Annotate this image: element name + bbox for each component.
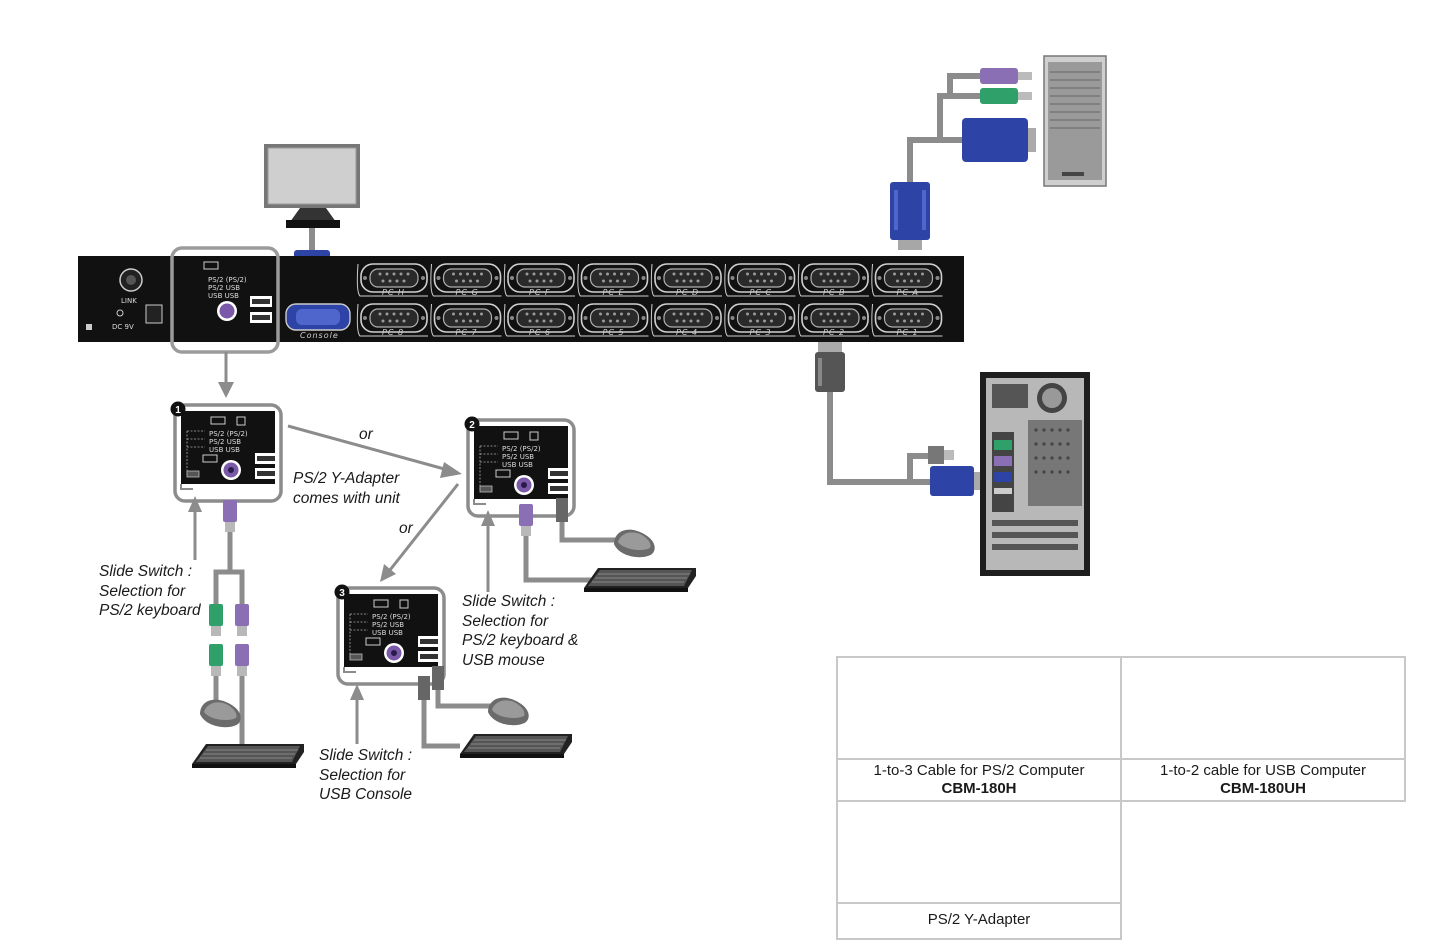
- svg-text:PS/2 (PS/2): PS/2 (PS/2): [208, 276, 247, 284]
- slide-switch-note-3: Slide Switch : Selection for USB Console: [319, 746, 412, 805]
- kvm-rear-panel: LINK DC 9V PS/2 (PS/2) PS/2 USB USB USB …: [78, 246, 964, 354]
- link-label: LINK: [121, 297, 137, 305]
- power-label: DC 9V: [112, 323, 134, 331]
- slide-switch-note-2: Slide Switch : Selection for PS/2 keyboa…: [462, 592, 578, 670]
- bottom-port-bracket: [724, 303, 796, 337]
- top-port-label: PC A: [897, 288, 919, 297]
- option-1-console: [173, 403, 283, 503]
- top-port-label: PC G: [456, 288, 479, 297]
- slide-switch-3-line1: Slide Switch :: [319, 747, 413, 764]
- bottom-port-bracket: [797, 303, 869, 337]
- top-port-bracket: [577, 263, 649, 297]
- bottom-port-label: PC 2: [823, 328, 845, 337]
- bottom-port-bracket: [871, 303, 943, 337]
- ps2-adapter-note-line2: comes with unit: [293, 489, 400, 507]
- top-port-bracket: [356, 263, 428, 297]
- or-label-mid: or: [399, 520, 413, 537]
- bottom-port-bracket: [503, 303, 575, 337]
- slide-switch-2-line2: Selection for: [462, 612, 549, 630]
- top-port-bracket: [430, 263, 502, 297]
- ps2-y-adapter-cable: [213, 530, 245, 746]
- slide-switch-note-1: Slide Switch : Selection for PS/2 keyboa…: [99, 562, 201, 621]
- option-2-number: 2: [469, 420, 475, 431]
- ps2-adapter-note: PS/2 Y-Adapter comes with unit: [293, 469, 400, 508]
- top-port-label: PC H: [382, 288, 405, 297]
- ps2-computer-cable: [907, 73, 980, 186]
- bottom-port-label: PC 6: [529, 328, 551, 337]
- ps2-computer-icon: [1043, 55, 1107, 187]
- slide-switch-1-line3: PS/2 keyboard: [99, 602, 201, 619]
- keyboard-icon: [191, 743, 305, 769]
- accessory-name: 1-to-3 Cable for PS/2 Computer: [873, 762, 1085, 779]
- bottom-port-label: PC 1: [897, 328, 919, 337]
- bottom-port-bracket: [430, 303, 502, 337]
- accessory-divider: [838, 902, 1120, 904]
- top-port-label: PC C: [750, 288, 773, 297]
- option-1-badge: [170, 401, 186, 417]
- accessory-divider: [1122, 758, 1404, 760]
- svg-text:PS/2 USB: PS/2 USB: [208, 284, 240, 292]
- bottom-port-label: PC 7: [456, 328, 478, 337]
- usb-computer-cable: [827, 390, 930, 485]
- top-port-label: PC F: [529, 288, 551, 297]
- accessory-cell-cbm-180uh: 1-to-2 cable for USB Computer CBM-180UH: [1120, 656, 1406, 802]
- mouse-icon-2: [614, 529, 655, 558]
- accessory-name: 1-to-2 cable for USB Computer: [1160, 762, 1366, 779]
- top-port-row: PC H PC G PC F PC E PC D PC C PC B PC A: [356, 263, 943, 297]
- top-port-bracket: [650, 263, 722, 297]
- top-port-bracket: [724, 263, 796, 297]
- accessory-divider: [838, 758, 1120, 760]
- keyboard-icon-2: [583, 567, 697, 593]
- mouse-icon: [200, 699, 241, 728]
- bottom-port-bracket: [650, 303, 722, 337]
- bottom-port-bracket: [356, 303, 428, 337]
- top-port-label: PC B: [823, 288, 845, 297]
- slide-switch-3-line3: USB Console: [319, 786, 413, 803]
- usb-computer-icon: [980, 372, 1090, 576]
- slide-switch-3-line2: Selection for: [319, 766, 406, 784]
- accessory-caption: 1-to-3 Cable for PS/2 Computer CBM-180H: [838, 762, 1120, 798]
- bottom-port-label: PC 3: [750, 328, 772, 337]
- slide-switch-1-line2: Selection for: [99, 582, 186, 600]
- top-port-bracket: [871, 263, 943, 297]
- mouse-icon-3: [488, 697, 529, 726]
- bottom-port-label: PC 8: [382, 328, 404, 337]
- accessory-name: PS/2 Y-Adapter: [927, 911, 1031, 928]
- console-port-label: Console: [300, 331, 339, 340]
- bottom-port-label: PC 4: [676, 328, 698, 337]
- accessory-model: CBM-180H: [941, 780, 1017, 797]
- slide-switch-2-line1: Slide Switch :: [462, 593, 556, 610]
- bottom-port-bracket: [577, 303, 649, 337]
- top-port-bracket: [797, 263, 869, 297]
- accessory-model: CBM-180UH: [1220, 780, 1306, 797]
- top-port-label: PC E: [603, 288, 625, 297]
- top-port-bracket: [503, 263, 575, 297]
- or-label-top: or: [359, 426, 373, 443]
- bottom-port-label: PC 5: [603, 328, 625, 337]
- accessory-cell-cbm-180h: 1-to-3 Cable for PS/2 Computer CBM-180H: [836, 656, 1122, 802]
- bottom-port-row: PC 8 PC 7 PC 6 PC 5 PC 4 PC 3 PC 2 PC 1: [356, 303, 943, 337]
- slide-switch-2-line3: PS/2 keyboard &: [462, 632, 579, 649]
- accessory-cell-y-adapter: PS/2 Y-Adapter: [836, 800, 1122, 940]
- option-1-number: 1: [175, 405, 181, 416]
- slide-switch-2-line4: USB mouse: [462, 651, 545, 669]
- top-port-label: PC D: [676, 288, 699, 297]
- svg-text:USB USB: USB USB: [208, 292, 239, 300]
- keyboard-icon-3: [459, 733, 573, 759]
- slide-switch-1-line1: Slide Switch :: [99, 563, 193, 580]
- accessory-caption: 1-to-2 cable for USB Computer CBM-180UH: [1122, 762, 1404, 798]
- ps2-adapter-note-line1: PS/2 Y-Adapter: [293, 470, 400, 487]
- monitor-icon: [264, 144, 360, 308]
- option-3-console: [336, 586, 446, 686]
- accessory-caption: PS/2 Y-Adapter: [838, 911, 1120, 929]
- option-3-number: 3: [339, 588, 345, 599]
